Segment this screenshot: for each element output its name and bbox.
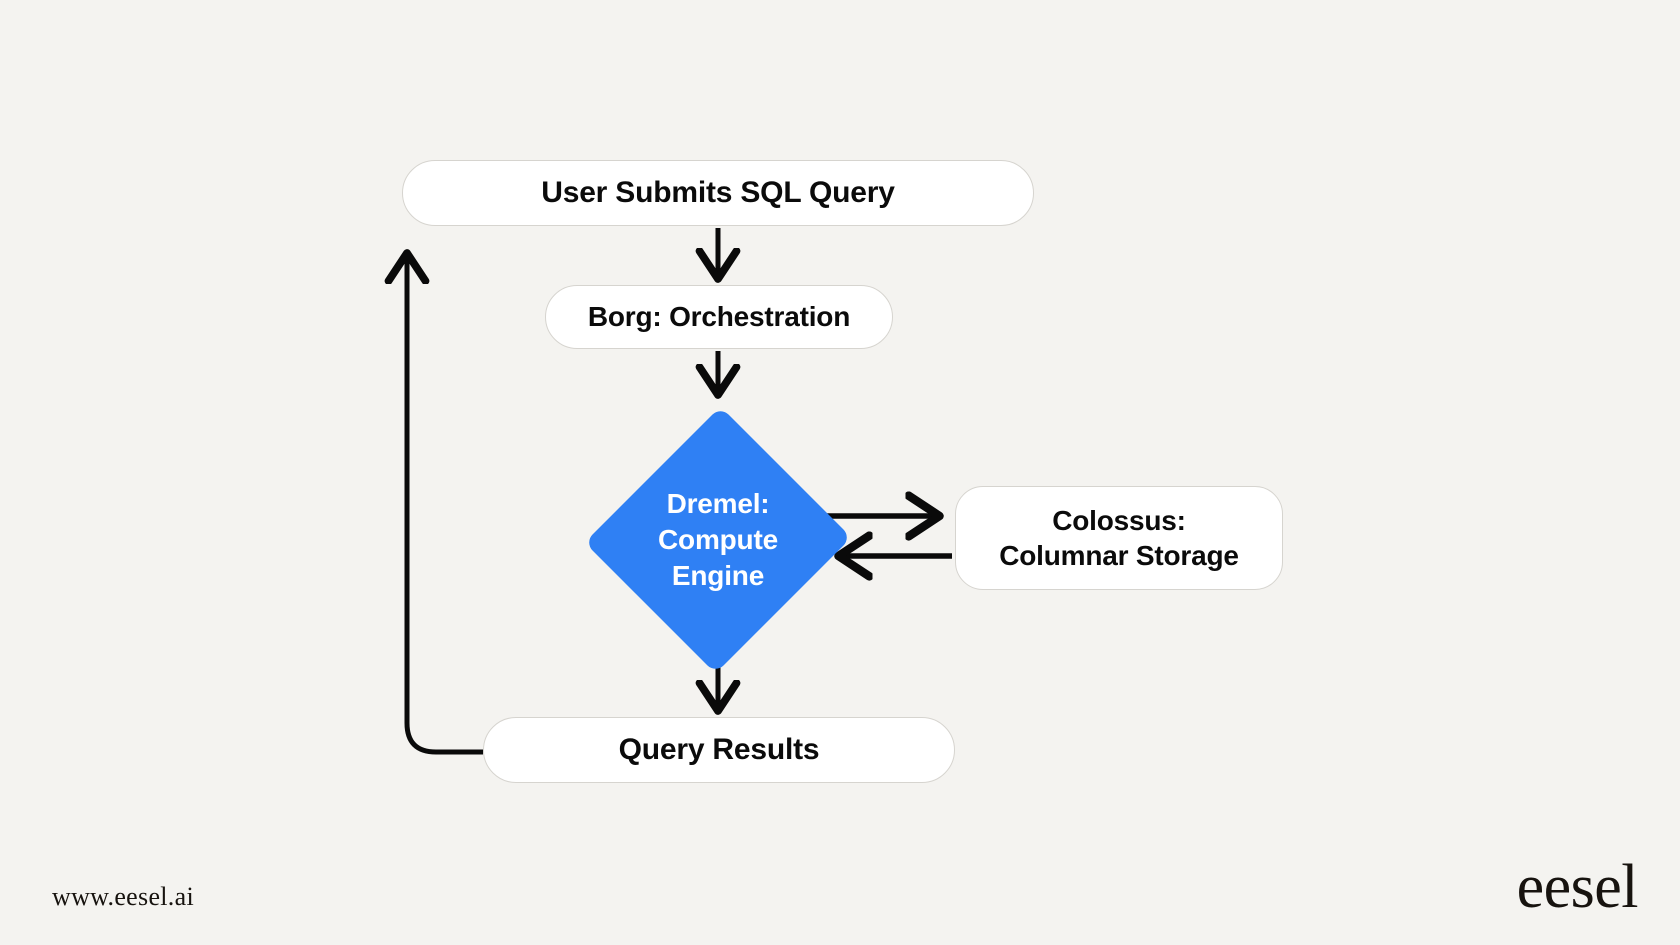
node-colossus-columnar-storage[interactable]: Colossus: Columnar Storage [955,486,1283,590]
node-label-line-3: Engine [671,559,765,591]
node-label-line-1: Dremel: [666,488,770,520]
edge-results-to-user-loop [407,258,483,755]
node-label: Borg: Orchestration [587,301,851,333]
node-label-group: Dremel: Compute Engine [587,404,849,676]
footer-website-url: www.eesel.ai [52,882,194,911]
node-query-results[interactable]: Query Results [483,717,955,783]
node-label-line-2: Compute [658,524,778,556]
node-label-line-1: Colossus: [1052,504,1186,536]
node-label: Query Results [618,733,820,767]
node-user-submits-sql-query[interactable]: User Submits SQL Query [402,160,1034,226]
node-label-line-2: Columnar Storage [999,540,1239,571]
node-label: User Submits SQL Query [541,176,895,210]
brand-logo-eesel: eesel [1516,853,1639,921]
node-dremel-compute-engine[interactable]: Dremel: Compute Engine [584,404,852,676]
node-borg-orchestration[interactable]: Borg: Orchestration [545,285,893,349]
